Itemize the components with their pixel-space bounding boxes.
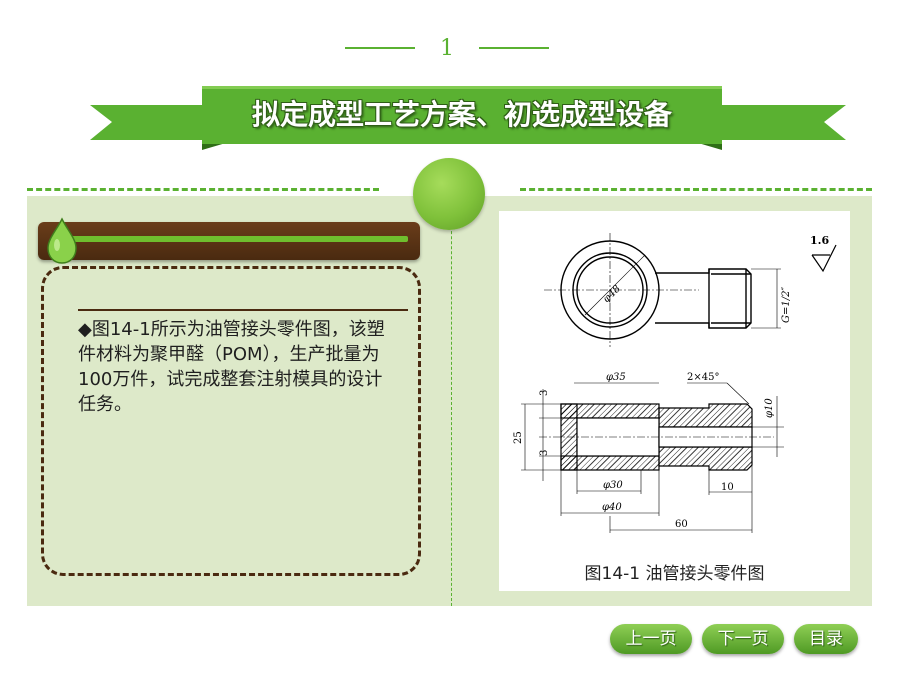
page-number: 1 xyxy=(440,36,454,61)
dim-chamfer: 2×45° xyxy=(687,372,719,383)
dim-h3a: 3 xyxy=(539,390,550,396)
dim-l60: 60 xyxy=(675,519,688,530)
dim-d10: φ10 xyxy=(764,398,775,418)
part-drawing: 1.6 φ48 G=1/2″ xyxy=(513,233,837,533)
prev-page-button[interactable]: 上一页 xyxy=(610,624,692,654)
description-text: ◆图14-1所示为油管接头零件图，该塑件材料为聚甲醛（POM），生产批量为100… xyxy=(78,319,385,415)
dim-d35: φ35 xyxy=(606,372,626,383)
roughness-label: 1.6 xyxy=(810,234,829,247)
section-hatch-neck-bottom xyxy=(658,446,753,471)
decorative-circle xyxy=(413,158,485,230)
dim-thread: G=1/2″ xyxy=(781,287,792,323)
next-page-button[interactable]: 下一页 xyxy=(702,624,784,654)
description-box xyxy=(41,266,421,576)
dim-d40: φ40 xyxy=(602,502,622,513)
figure-caption: 图14-1 油管接头零件图 xyxy=(584,564,765,584)
title-ribbon xyxy=(90,86,846,150)
dim-l10: 10 xyxy=(721,482,734,493)
dim-h25: 25 xyxy=(513,431,524,444)
dashed-separator-right xyxy=(520,188,872,191)
droplet-icon xyxy=(47,217,77,264)
section-hatch-neck-top xyxy=(658,403,753,428)
dim-h3b: 3 xyxy=(539,450,550,456)
page-number-line-left xyxy=(345,47,415,49)
section-header-accent xyxy=(70,236,408,242)
vertical-divider xyxy=(451,196,452,606)
page-title: 拟定成型工艺方案、初选成型设备 xyxy=(251,98,672,131)
toc-button[interactable]: 目录 xyxy=(794,624,858,654)
dim-d48: φ48 xyxy=(601,283,623,305)
page-number-line-right xyxy=(479,47,549,49)
dim-d30: φ30 xyxy=(603,480,623,491)
figure-panel: 1.6 φ48 G=1/2″ xyxy=(499,211,850,591)
dashed-separator-left xyxy=(27,188,379,191)
description-rule xyxy=(78,309,408,311)
